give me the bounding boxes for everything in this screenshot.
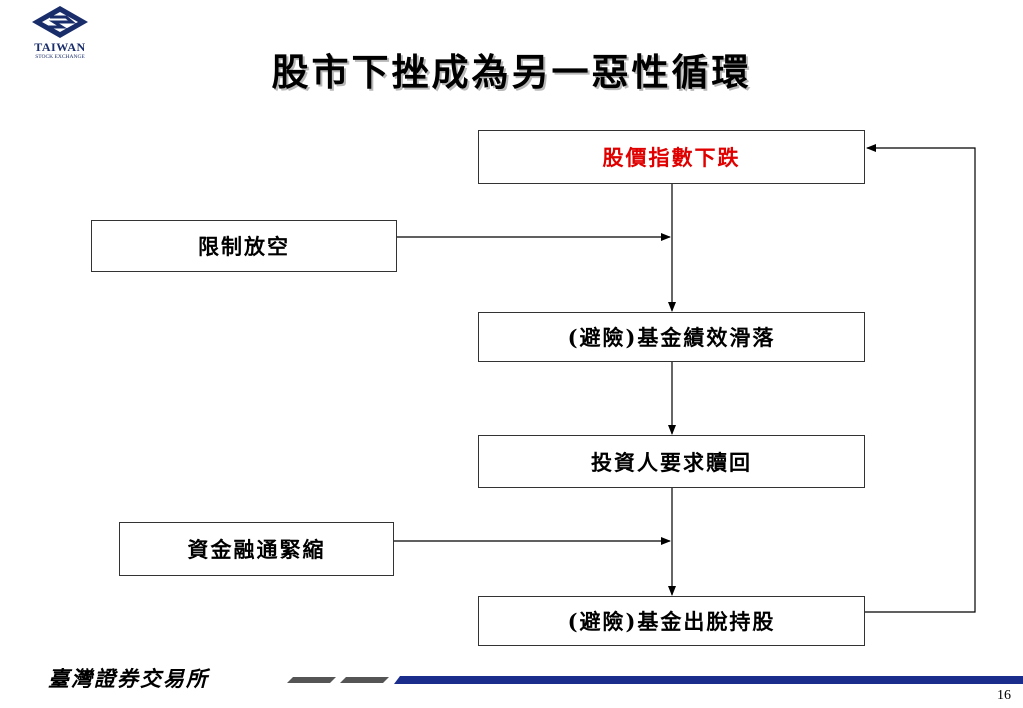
side-input-credit-tightening: 資金融通緊縮 (119, 522, 394, 576)
twse-emblem-icon (32, 6, 88, 38)
twse-logo: TAIWAN STOCK EXCHANGE (20, 6, 100, 64)
flow-step-fund-sell-off: (避險)基金出脫持股 (478, 596, 865, 646)
page-number: 16 (997, 688, 1011, 703)
logo-name: TAIWAN (34, 40, 86, 54)
side-input-short-sale-restriction: 限制放空 (91, 220, 397, 272)
flow-step-fund-performance-drop: (避險)基金績效滑落 (478, 312, 865, 362)
flow-step-investor-redemption: 投資人要求贖回 (478, 435, 865, 488)
footer-org-name: 臺灣證券交易所 (48, 666, 209, 691)
slide-title: 股市下挫成為另一惡性循環 (271, 50, 752, 94)
arrow-feedback-loop (865, 144, 976, 613)
footer-band-dash-2 (340, 677, 389, 683)
flow-step-index-decline: 股價指數下跌 (478, 130, 865, 184)
footer-band-dash-1 (287, 677, 336, 683)
logo-subtitle: STOCK EXCHANGE (35, 54, 85, 60)
footer-band-bar (394, 676, 1023, 684)
